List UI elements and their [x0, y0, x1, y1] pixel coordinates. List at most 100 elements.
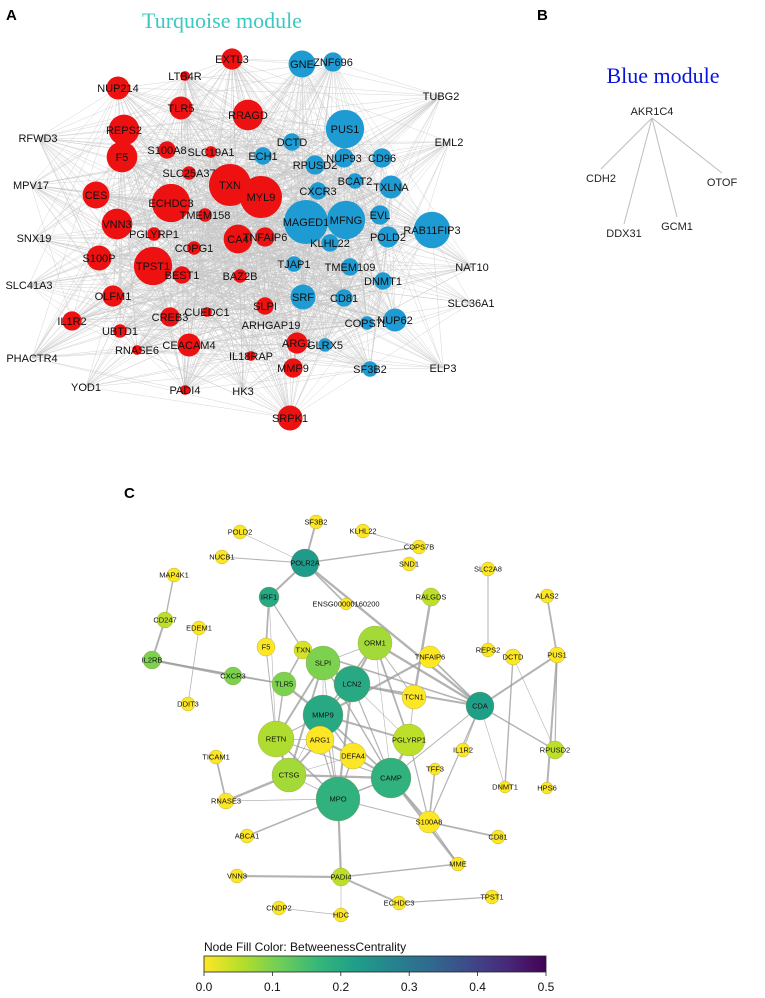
panel-a-node-txlna: TXLNA — [373, 175, 409, 199]
node-circle — [418, 645, 442, 669]
panel-a-node-echdc3: ECHDC3 — [148, 183, 194, 223]
panel-c-edge — [304, 546, 420, 564]
node-circle — [480, 561, 496, 577]
node-label: HPS6 — [537, 784, 557, 793]
node-circle — [428, 762, 442, 776]
node-circle — [357, 625, 393, 661]
node-circle — [191, 620, 207, 636]
node-label: TUBG2 — [423, 91, 460, 103]
panel-a-node-myl9: MYL9 — [239, 175, 283, 219]
panel-a-node-cd96: CD96 — [368, 148, 396, 168]
node-circle — [326, 200, 366, 240]
node-circle — [271, 900, 287, 916]
panel-b-node-ddx31: DDX31 — [606, 228, 641, 240]
node-label: EXTL3 — [215, 54, 249, 66]
panel-c-node-slpi: SLPI — [305, 645, 341, 681]
panel-c-node-il1r2: IL1R2 — [453, 742, 473, 758]
panel-a-node-il18rap: IL18RAP — [229, 351, 273, 363]
panel-a-node-il1r2: IL1R2 — [57, 311, 87, 331]
node-label: DCTD — [277, 137, 308, 149]
node-circle — [417, 810, 441, 834]
node-circle — [318, 338, 332, 352]
panel-c-node-tcn1: TCN1 — [401, 684, 427, 710]
panel-c-edge — [546, 654, 558, 789]
panel-a-node-tmem158: TMEM158 — [180, 208, 230, 222]
panel-a-node-rfwd3: RFWD3 — [18, 133, 57, 145]
node-circle — [379, 175, 403, 199]
panel-c-edge — [479, 705, 556, 751]
panel-c-node-abca1: ABCA1 — [235, 828, 259, 844]
node-label: CXCR3 — [220, 672, 245, 681]
node-circle — [158, 141, 176, 159]
node-label: SLC2A8 — [474, 565, 502, 574]
node-label: ARG1 — [310, 736, 330, 745]
node-label: SND1 — [399, 560, 419, 569]
node-circle — [450, 856, 466, 872]
node-circle — [180, 385, 190, 395]
node-circle — [198, 208, 212, 222]
node-label: LCN2 — [342, 680, 361, 689]
node-circle — [160, 307, 180, 327]
panel-c-node-rnase3: RNASE3 — [211, 792, 241, 810]
panel-a-node-cuedc1: CUEDC1 — [184, 307, 229, 319]
node-label: PHACTR4 — [6, 353, 57, 365]
panel-c-node-ctsg: CTSG — [271, 757, 307, 793]
panel-a-node-rnase6: RNASE6 — [115, 345, 159, 357]
node-circle — [169, 96, 193, 120]
panel-c-node-map4k1: MAP4K1 — [159, 567, 189, 583]
node-label: EDEM1 — [186, 624, 212, 633]
node-label: CAMP — [380, 774, 402, 783]
node-label: CTSG — [279, 771, 300, 780]
node-circle — [284, 200, 328, 244]
node-circle — [205, 146, 217, 158]
node-label: MPV17 — [13, 180, 49, 192]
node-circle — [173, 266, 191, 284]
node-label: SLPI — [315, 659, 331, 668]
node-label: CA4 — [227, 234, 248, 246]
panel-b-edge — [600, 117, 653, 170]
panel-c-edges — [151, 521, 558, 916]
panel-a-node-pglyrp1: PGLYRP1 — [129, 227, 179, 241]
node-circle — [180, 696, 196, 712]
node-circle — [335, 289, 353, 307]
node-label: ARG1 — [282, 338, 312, 350]
panel-c-node-arg1: ARG1 — [305, 725, 335, 755]
node-circle — [539, 588, 555, 604]
node-label: VNN3 — [102, 219, 131, 231]
node-label: DCTD — [503, 653, 524, 662]
node-label: RALGDS — [416, 593, 447, 602]
node-circle — [309, 182, 327, 200]
panel-a-node-dnmt1: DNMT1 — [364, 272, 402, 290]
node-label: VNN3 — [227, 872, 247, 881]
node-label: REPS2 — [106, 125, 142, 137]
panel-c-node-hps6: HPS6 — [537, 781, 557, 795]
panel-a-node-nup93: NUP93 — [326, 148, 362, 168]
turquoise-module-title: Turquoise module — [142, 8, 302, 33]
panel-a-node-slc25a37: SLC25A37 — [162, 166, 216, 180]
panel-c-node-rpusd2: RPUSD2 — [540, 740, 570, 760]
node-circle — [504, 648, 522, 666]
node-label: SLC41A3 — [5, 280, 52, 292]
node-circle — [147, 227, 161, 241]
panel-c-edge — [187, 627, 200, 705]
panel-c-node-tpst1: TPST1 — [480, 889, 504, 905]
node-label: CREB3 — [152, 312, 189, 324]
node-circle — [315, 776, 361, 822]
panel-a-node-tnfaip6: TNFAIP6 — [243, 227, 287, 247]
node-circle — [401, 684, 427, 710]
node-label: SRPK1 — [272, 413, 308, 425]
panel-a-node-srf: SRF — [290, 284, 316, 310]
node-circle — [321, 234, 339, 252]
node-label: BAZ2B — [223, 271, 258, 283]
node-circle — [545, 740, 565, 760]
panel-c-node-reps2: REPS2 — [476, 642, 500, 658]
panel-c-node-ticam1: TICAM1 — [202, 749, 230, 765]
node-label: RFWD3 — [18, 133, 57, 145]
panel-c-node-ensg00000160200: ENSG00000160200 — [312, 597, 380, 611]
node-circle — [333, 907, 349, 923]
node-circle — [548, 646, 566, 664]
node-label: ARHGAP19 — [242, 320, 301, 332]
node-label: PUS1 — [547, 651, 567, 660]
colorbar-tick-label: 0.4 — [469, 980, 486, 994]
node-label: NUCB1 — [209, 553, 234, 562]
